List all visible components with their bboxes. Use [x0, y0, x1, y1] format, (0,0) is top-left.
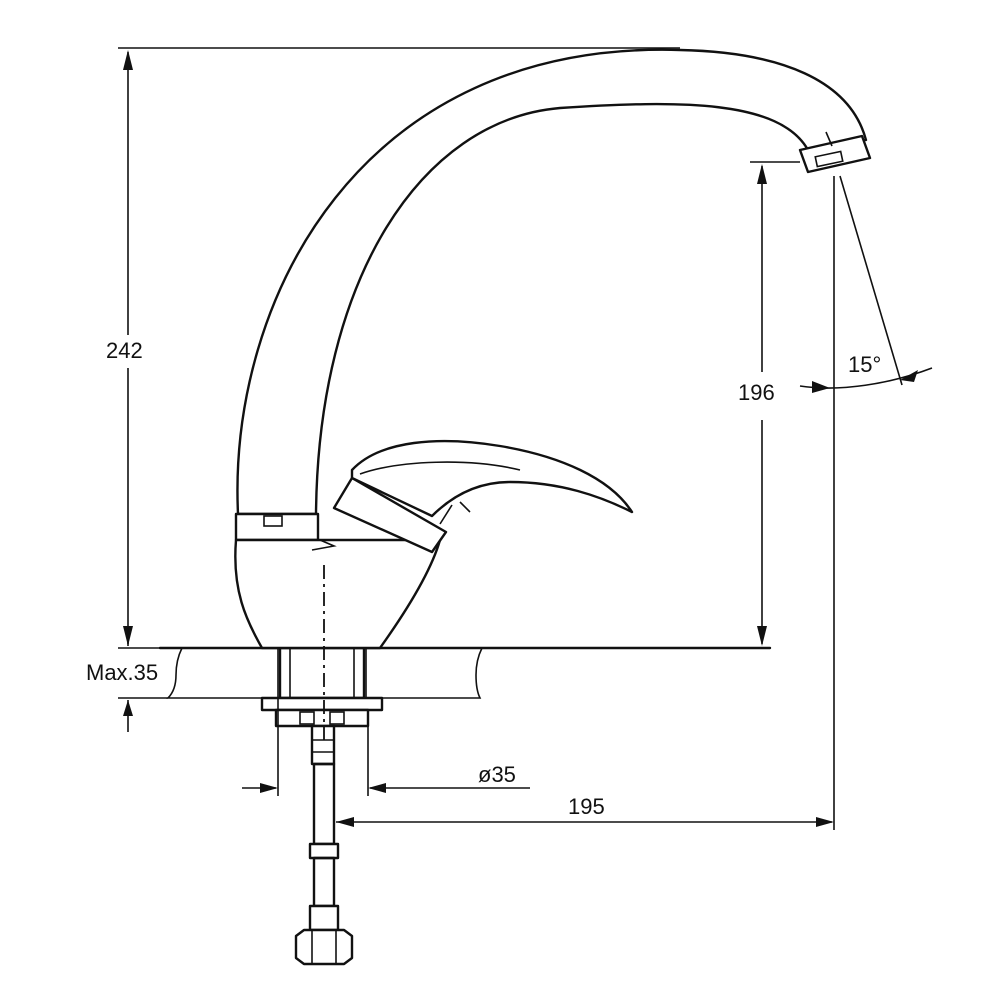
- countertop-right: [365, 647, 484, 699]
- countertop-left: [166, 647, 279, 699]
- hose-nut: [294, 928, 354, 966]
- dim-label-15deg: 15°: [848, 352, 881, 377]
- lever-handle: [350, 439, 634, 518]
- dim-spout-height: 196: [738, 161, 800, 646]
- dim-label-242: 242: [106, 338, 143, 363]
- dim-label-max35: Max.35: [86, 660, 158, 685]
- countertop-section: [158, 646, 772, 699]
- dim-label-195: 195: [568, 794, 605, 819]
- mounting-bushing: [260, 646, 384, 728]
- dim-overall-height: 242: [106, 47, 680, 649]
- dim-label-196: 196: [738, 380, 775, 405]
- dim-base-diameter: ø35: [242, 698, 530, 796]
- supply-hose: [294, 724, 354, 966]
- body-base: [234, 538, 442, 650]
- spout: [236, 48, 868, 516]
- dim-max-thickness: Max.35: [86, 628, 168, 732]
- cartridge: [332, 476, 448, 554]
- dim-spout-reach: 195: [336, 794, 834, 827]
- dim-label-dia35: ø35: [478, 762, 516, 787]
- dim-spout-angle: 15°: [799, 175, 933, 830]
- faucet-body: [234, 48, 872, 650]
